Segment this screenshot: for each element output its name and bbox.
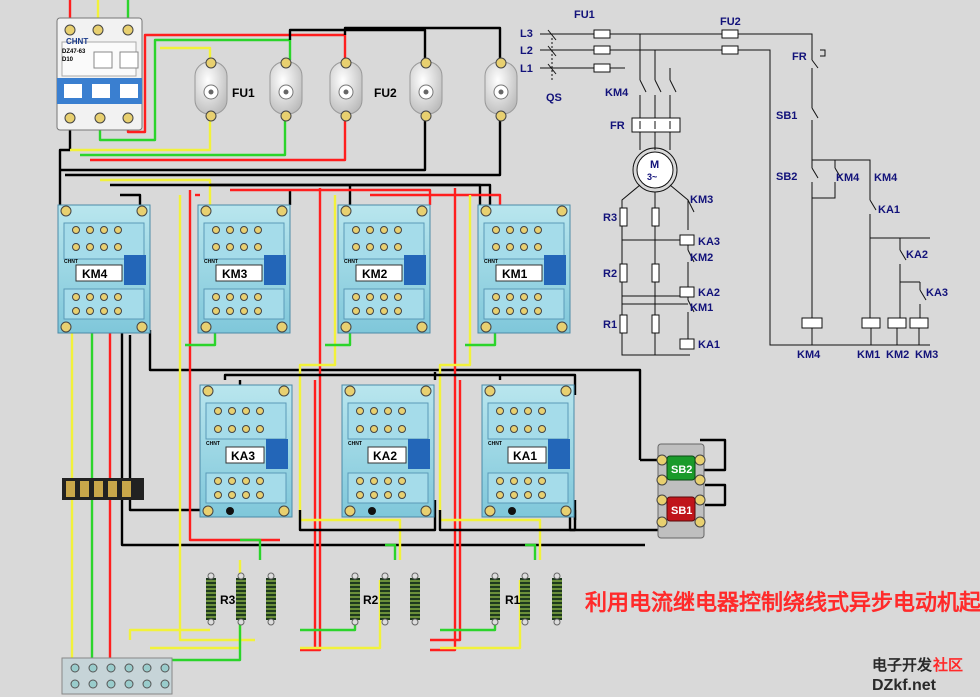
r-label: R2 bbox=[603, 268, 617, 280]
ctrl-ka1-label: KA1 bbox=[878, 204, 900, 216]
stop-button-label: SB1 bbox=[671, 505, 692, 517]
phase-label: L1 bbox=[520, 63, 533, 75]
fuse bbox=[194, 57, 228, 122]
stop-button[interactable]: SB1 bbox=[666, 496, 696, 522]
motor-label: M bbox=[650, 159, 659, 171]
resistor-label: R1 bbox=[505, 593, 521, 607]
km-contact-label: KM1 bbox=[690, 302, 713, 314]
contactor-label: KM1 bbox=[502, 267, 528, 281]
fuse-row: FU1 FU2 bbox=[194, 57, 518, 122]
contactor: KM1 CHNT bbox=[477, 204, 571, 334]
relay: KA2 CHNT bbox=[341, 384, 435, 518]
fuse bbox=[329, 57, 363, 122]
motor-sub-label: 3~ bbox=[647, 172, 657, 182]
r-label: R3 bbox=[603, 212, 617, 224]
watermark-text-a: 电子开发 bbox=[872, 656, 933, 674]
ka-coil-label: KA3 bbox=[698, 236, 720, 248]
coil-label: KM2 bbox=[886, 349, 909, 361]
ka-coil-label: KA2 bbox=[698, 287, 720, 299]
svg-text:CHNT: CHNT bbox=[206, 441, 220, 447]
relay: KA1 CHNT bbox=[481, 384, 575, 518]
ctrl-ka3-label: KA3 bbox=[926, 287, 948, 299]
resistor-banks: R3 R2 R1 bbox=[206, 572, 562, 626]
terminal-block-bottom bbox=[61, 657, 173, 695]
start-button-label: SB2 bbox=[671, 464, 692, 476]
resistor-bank: R1 bbox=[490, 572, 562, 626]
ka-coil-label: KA1 bbox=[698, 339, 720, 351]
coil-label: KM1 bbox=[857, 349, 880, 361]
contactor-label: KM2 bbox=[362, 267, 388, 281]
relay-label: KA3 bbox=[231, 449, 255, 463]
ctrl-km4-label: KM4 bbox=[874, 172, 898, 184]
contactor: KM3 CHNT bbox=[197, 204, 291, 334]
relay: KA3 CHNT bbox=[199, 384, 293, 518]
terminal-block-mid bbox=[62, 478, 144, 500]
svg-text:CHNT: CHNT bbox=[484, 259, 498, 265]
coil-label: KM3 bbox=[915, 349, 938, 361]
ctrl-fr-label: FR bbox=[792, 51, 807, 63]
watermark-domain: DZkf.net bbox=[872, 677, 937, 694]
breaker-terminals-top bbox=[64, 24, 134, 36]
svg-text:CHNT: CHNT bbox=[64, 259, 78, 265]
resistor-bank: R3 bbox=[206, 572, 276, 626]
relay-row: KA3 CHNT KA2 CHNT KA1 CH bbox=[199, 384, 575, 518]
watermark-text-b: 社区 bbox=[932, 656, 963, 674]
contactor-label: KM4 bbox=[82, 267, 108, 281]
wires bbox=[58, 0, 727, 668]
ctrl-sb2-label: SB2 bbox=[776, 171, 797, 183]
svg-text:CHNT: CHNT bbox=[488, 441, 502, 447]
fuse bbox=[409, 57, 443, 122]
watermark: 电子开发 社区 DZkf.net bbox=[872, 656, 963, 694]
r-label: R1 bbox=[603, 319, 617, 331]
contactor: KM4 CHNT bbox=[57, 204, 151, 334]
phase-label: L2 bbox=[520, 45, 533, 57]
ctrl-ka2-label: KA2 bbox=[906, 249, 928, 261]
contactor-label: KM3 bbox=[222, 267, 248, 281]
ctrl-km4-label: KM4 bbox=[836, 172, 860, 184]
coil-label: KM4 bbox=[797, 349, 821, 361]
relay-label: KA2 bbox=[373, 449, 397, 463]
contactor-row: KM4 CHNT KM3 CHNT KM2 CHNT bbox=[57, 204, 571, 334]
breaker-terminals-bottom bbox=[64, 112, 134, 124]
fr-label: FR bbox=[610, 120, 625, 132]
fuse-label-fu1: FU1 bbox=[232, 86, 255, 100]
fu1-label: FU1 bbox=[574, 9, 595, 21]
breaker-brand: CHNT bbox=[66, 37, 88, 46]
contactor: KM2 CHNT bbox=[337, 204, 431, 334]
svg-text:CHNT: CHNT bbox=[344, 259, 358, 265]
ctrl-sb1-label: SB1 bbox=[776, 110, 797, 122]
fuse bbox=[269, 57, 303, 122]
breaker-rating: D10 bbox=[62, 57, 74, 63]
fuse bbox=[484, 57, 518, 122]
page-title: 利用电流继电器控制绕线式异步电动机起动控制线路 bbox=[585, 590, 980, 616]
resistor-bank: R2 bbox=[350, 572, 420, 626]
qs-label: QS bbox=[546, 92, 562, 104]
resistor-label: R3 bbox=[220, 593, 236, 607]
phase-label: L3 bbox=[520, 28, 533, 40]
km-contact-label: KM2 bbox=[690, 252, 713, 264]
svg-text:CHNT: CHNT bbox=[348, 441, 362, 447]
svg-text:CHNT: CHNT bbox=[204, 259, 218, 265]
km-contact-label: KM3 bbox=[690, 194, 713, 206]
start-button[interactable]: SB2 bbox=[666, 455, 696, 481]
relay-label: KA1 bbox=[513, 449, 537, 463]
km4-main-label: KM4 bbox=[605, 87, 629, 99]
fuse-label-fu2: FU2 bbox=[374, 86, 397, 100]
fu2-label: FU2 bbox=[720, 16, 741, 28]
schematic bbox=[540, 29, 930, 356]
breaker-model: DZ47-63 bbox=[62, 49, 86, 55]
resistor-label: R2 bbox=[363, 593, 379, 607]
circuit-breaker: CHNT DZ47-63 D10 bbox=[56, 17, 143, 131]
button-box: SB2 SB1 bbox=[656, 443, 706, 539]
schematic-labels: L3 L2 L1 QS FU1 FU2 KM4 FR M 3~ R3 R2 R1… bbox=[520, 9, 948, 361]
